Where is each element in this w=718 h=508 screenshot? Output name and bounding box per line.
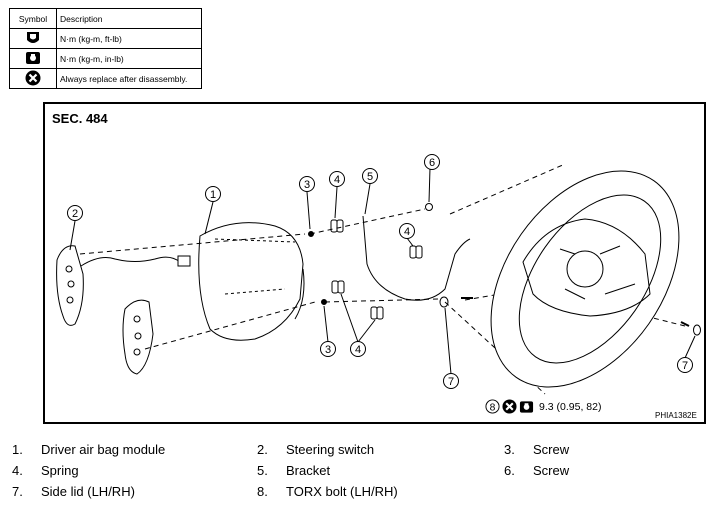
callout-7-marker: [677, 357, 693, 373]
callout-3-marker: [320, 341, 336, 357]
part-number: 3.: [504, 442, 515, 457]
callout-2-label: 2: [72, 208, 78, 220]
part-number: 6.: [504, 463, 515, 478]
legend-symbol-cell: [9, 28, 57, 49]
callout-1-marker: [205, 186, 221, 202]
side-lid-left-drawing: [439, 296, 449, 308]
part-number: 5.: [257, 463, 268, 478]
callout-6-marker: [424, 154, 440, 170]
legend-row: N·m (kg-m, ft-lb): [9, 28, 202, 49]
legend-symbol-header: Symbol: [9, 8, 57, 29]
callout-3-label: 3: [325, 344, 331, 356]
callout-5-label: 5: [367, 171, 373, 183]
callout-5-marker: [362, 168, 378, 184]
part-name: Bracket: [286, 463, 331, 478]
side-lid-right-drawing: [693, 324, 701, 336]
symbol-legend-table: Symbol Description N·m (kg-m, ft-lb) N·m…: [9, 8, 202, 89]
callout-3-label: 3: [304, 179, 310, 191]
callout-4-marker: [329, 171, 345, 187]
exploded-view-drawing: 1 2 3 4 5 6 4 3 4 7 7: [56, 154, 701, 395]
figure-code: PHIA1382E: [655, 411, 697, 420]
air-bag-module-drawing: [198, 222, 305, 341]
callout-7-label: 7: [448, 376, 454, 388]
callout-3-marker: [299, 176, 315, 192]
screws-and-springs-drawing: [308, 203, 433, 320]
callout-4-label: 4: [334, 174, 340, 186]
callout-4-label: 4: [404, 226, 410, 238]
always-replace-icon: [25, 70, 41, 85]
callout-8-marker: 8: [485, 399, 500, 414]
part-number: 8.: [257, 484, 268, 499]
always-replace-icon: [502, 399, 517, 414]
steering-wheel-drawing: [490, 170, 680, 388]
bracket-drawing: [362, 215, 471, 301]
torque-ftlb-icon: [27, 31, 39, 43]
legend-symbol-cell: [9, 48, 57, 69]
legend-symbol-cell: [9, 68, 57, 89]
part-name: Screw: [533, 442, 570, 457]
part-name: Side lid (LH/RH): [41, 484, 135, 499]
legend-description-cell: Always replace after disassembly.: [56, 68, 202, 89]
part-name: TORX bolt (LH/RH): [286, 484, 398, 499]
legend-header-row: Symbol Description: [9, 8, 202, 29]
diagram-frame: [43, 102, 706, 424]
callout-7-marker: [443, 373, 459, 389]
steering-switch-drawing: [56, 245, 191, 375]
torx-bolt-drawing: [461, 297, 690, 327]
section-number: SEC. 484: [52, 111, 108, 126]
callout-4-marker: [350, 341, 366, 357]
callout-4-marker: [399, 223, 415, 239]
torque-inlb-icon: [26, 51, 40, 64]
callout-4-label: 4: [355, 344, 361, 356]
part-name: Spring: [41, 463, 79, 478]
part-name: Screw: [533, 463, 570, 478]
callout-6-label: 6: [429, 157, 435, 169]
callout-2-marker: [67, 205, 83, 221]
torque-value: 9.3 (0.95, 82): [539, 400, 602, 413]
legend-row: N·m (kg-m, in-lb): [9, 48, 202, 69]
legend-description-cell: N·m (kg-m, ft-lb): [56, 28, 202, 49]
callout-1-label: 1: [210, 189, 216, 201]
callout-8-label: 8: [490, 402, 496, 413]
callout-7-label: 7: [682, 360, 688, 372]
legend-description-header: Description: [56, 8, 202, 29]
torque-inlb-icon: [519, 400, 534, 413]
legend-row: Always replace after disassembly.: [9, 68, 202, 89]
legend-description-cell: N·m (kg-m, in-lb): [56, 48, 202, 69]
callout-leader-lines: [69, 167, 696, 375]
part-number: 1.: [12, 442, 23, 457]
part-number: 2.: [257, 442, 268, 457]
part-name: Driver air bag module: [41, 442, 166, 457]
part-name: Steering switch: [286, 442, 375, 457]
torque-spec: 8 9.3 (0.95, 82): [485, 399, 601, 414]
part-number: 7.: [12, 484, 23, 499]
part-number: 4.: [12, 463, 23, 478]
